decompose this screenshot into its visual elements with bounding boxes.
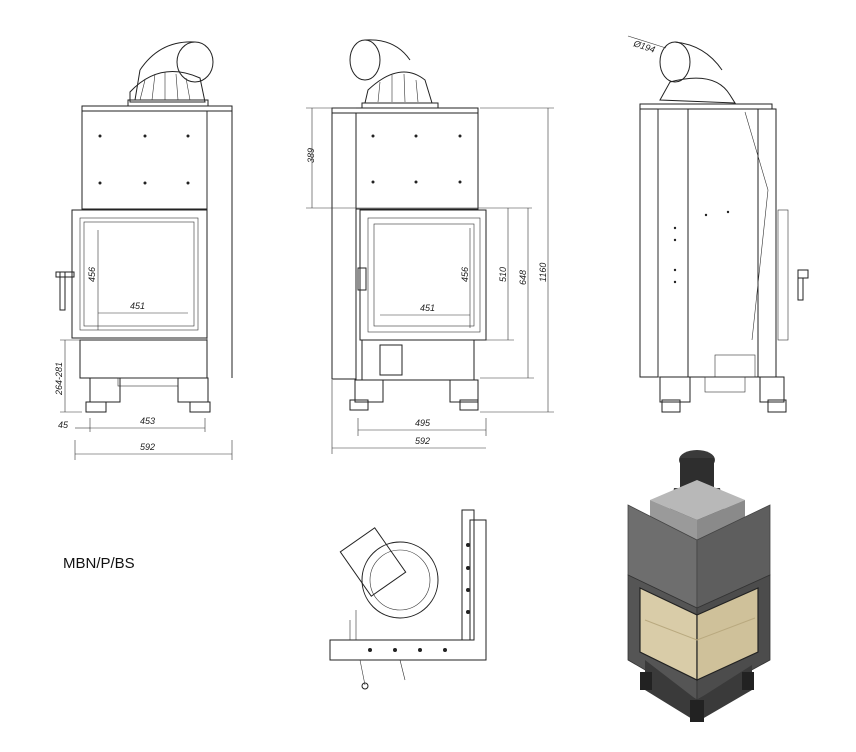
front-view: 456 451 264-281 45 453 592 [54, 41, 233, 460]
flue-elbow-middle [349, 39, 439, 109]
dim-592-left: 592 [140, 442, 155, 452]
side-view: Ø194 [627, 35, 809, 413]
dim-389: 389 [306, 148, 316, 163]
flue-ring-top [361, 541, 439, 619]
dim-648: 648 [518, 270, 528, 285]
dim-510: 510 [498, 267, 508, 282]
dim-592-middle: 592 [415, 436, 430, 446]
dim-456-left: 456 [87, 267, 97, 282]
dim-495: 495 [415, 418, 431, 428]
top-view [329, 509, 487, 690]
dim-456-middle: 456 [460, 267, 470, 282]
flue-elbow-side: Ø194 [627, 35, 736, 104]
dim-45: 45 [58, 420, 69, 430]
model-label: MBN/P/BS [63, 555, 135, 572]
dim-453: 453 [140, 416, 155, 426]
door-left [71, 209, 208, 339]
dim-451-middle: 451 [420, 303, 435, 313]
glass-right [696, 587, 759, 681]
middle-view: 389 456 451 510 648 1160 495 592 [306, 39, 554, 454]
upper-panel-left [81, 110, 208, 210]
dim-264-281: 264-281 [54, 362, 64, 396]
dim-451-left: 451 [130, 301, 145, 311]
flue-elbow-left [127, 41, 214, 107]
dim-diameter-194: Ø194 [631, 38, 656, 55]
dim-1160: 1160 [538, 263, 548, 282]
fireplace-render [627, 450, 771, 722]
